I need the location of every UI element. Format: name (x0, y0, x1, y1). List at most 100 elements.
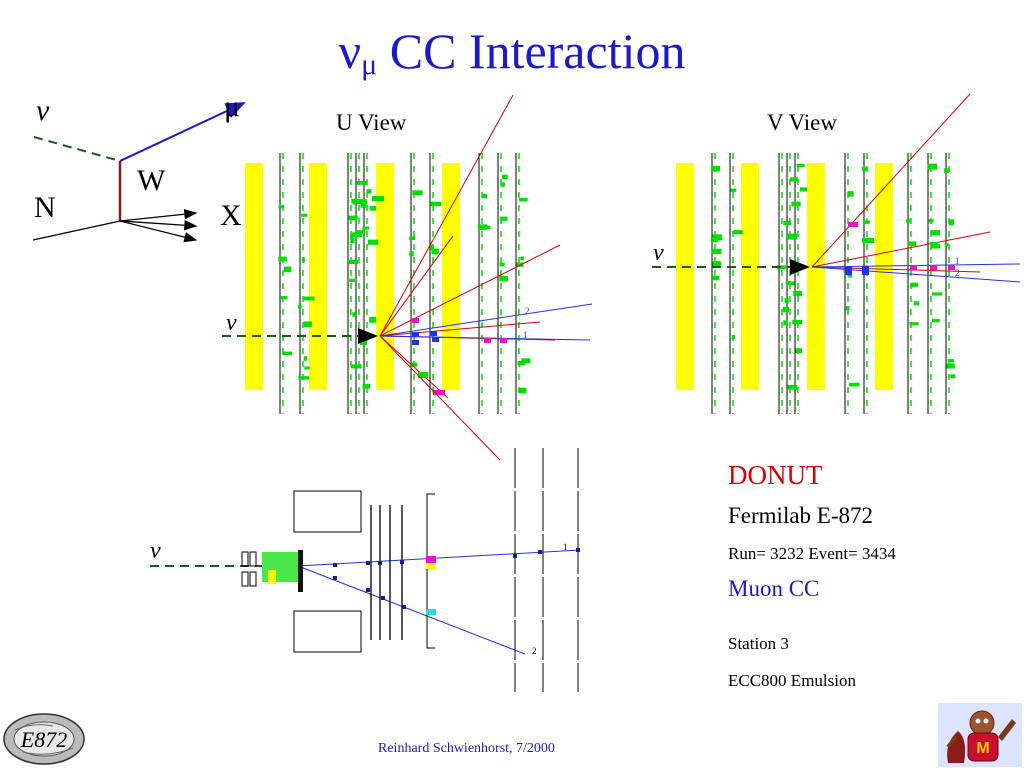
detector-hit (787, 384, 798, 390)
feynman-muon-line (119, 102, 246, 162)
detector-hit (930, 230, 940, 236)
side-track-hit (513, 554, 517, 558)
track-hit (372, 196, 384, 201)
detector-hit (847, 191, 854, 197)
detector-hit (733, 230, 743, 235)
detector-hit (282, 351, 293, 356)
detector-hit (430, 201, 442, 207)
detector-hit (783, 220, 792, 226)
svg-text:M: M (976, 740, 989, 757)
detector-hit (431, 248, 439, 255)
detector-hit (356, 199, 367, 205)
detector-hit (909, 322, 919, 326)
side-veto-counter (249, 571, 257, 587)
detector-hit (409, 251, 414, 257)
detector-hit (369, 316, 376, 323)
detector-hit (711, 165, 721, 172)
detector-hit (362, 383, 371, 389)
detector-hit (298, 304, 302, 309)
detector-hit (730, 188, 737, 192)
v-track-label-2: 2 (955, 268, 960, 278)
detector-hit (501, 174, 508, 180)
detector-hit (907, 241, 917, 247)
detector-hit (517, 361, 526, 366)
u-track-label-2: 2 (525, 306, 530, 316)
emulsion-label: ECC800 Emulsion (728, 671, 856, 690)
event-type: Muon CC (728, 576, 820, 601)
detector-hit (931, 318, 940, 322)
detector-hit (931, 244, 941, 249)
detector-hit (845, 306, 850, 311)
detector-hit (848, 274, 853, 278)
track-hit (430, 331, 437, 336)
e872-logo: E872 (3, 712, 86, 766)
side-track-hit (538, 550, 542, 554)
detector-hit (478, 224, 488, 230)
detector-hit (351, 364, 362, 369)
feynman-hadron-1 (119, 209, 198, 222)
detector-hit (348, 215, 358, 221)
detector-hit (948, 219, 954, 226)
detector-hit (301, 213, 308, 217)
side-track-hit (402, 605, 406, 609)
detector-hit (791, 201, 801, 207)
track-hit (862, 266, 869, 271)
detector-hit (303, 356, 308, 361)
detector-hit (786, 233, 798, 240)
track-hit (433, 390, 445, 395)
detector-hit (362, 226, 370, 230)
detector-hit (932, 292, 943, 296)
detector-hit (278, 256, 287, 262)
hadron-track (379, 94, 514, 337)
detector-hit (731, 334, 736, 340)
side-track-hit (400, 560, 404, 564)
u-view-title: U View (336, 110, 407, 135)
magnet-box-top (293, 490, 362, 533)
detector-hit (303, 296, 315, 301)
detector-hit (409, 236, 416, 241)
connecting-red-track (379, 335, 501, 461)
detector-hit (862, 220, 870, 224)
detector-hit (862, 167, 867, 172)
side-track-2 (297, 565, 526, 655)
u-track-label-1: 1 (523, 330, 528, 340)
detector-hit (712, 234, 723, 241)
v-view-nu-label: ν (653, 240, 664, 266)
detector-hit (782, 306, 789, 313)
hadron-track (811, 266, 981, 273)
detector-hit (350, 237, 355, 244)
detector-hit (360, 203, 367, 208)
detector-hit (789, 177, 798, 182)
track-hit (845, 270, 852, 275)
detector-hit (352, 312, 356, 317)
feynman-diagram (32, 102, 246, 243)
detector-hit (500, 182, 505, 187)
detector-hit (356, 181, 368, 185)
e872-logo-text: E872 (20, 727, 67, 752)
track-hit (848, 222, 858, 227)
detector-hit (520, 256, 525, 261)
side-track-label-1: 1 (563, 542, 568, 552)
track-hit (862, 270, 869, 275)
detector-hit (519, 197, 528, 202)
side-track-hit (576, 548, 580, 552)
lab-name: Fermilab E-872 (728, 503, 873, 528)
side-hit-cyan (426, 609, 436, 615)
side-veto-counter (241, 551, 249, 567)
side-emulsion (298, 550, 303, 592)
emulsion-slab (245, 163, 263, 390)
v-view-title: V View (767, 110, 837, 135)
detector-hit (409, 362, 418, 367)
detector-hit (796, 163, 805, 168)
feynman-label-w: W (137, 164, 166, 197)
detector-hit (366, 189, 372, 194)
detector-hit (786, 281, 795, 286)
emulsion-slab (741, 163, 759, 390)
detector-hit (360, 340, 368, 345)
feynman-hadron-3 (119, 220, 198, 243)
track-hit (348, 260, 358, 264)
title-text: CC Interaction (377, 23, 686, 79)
detector-hit (849, 382, 860, 387)
u-view-nu-label: ν (226, 310, 237, 336)
